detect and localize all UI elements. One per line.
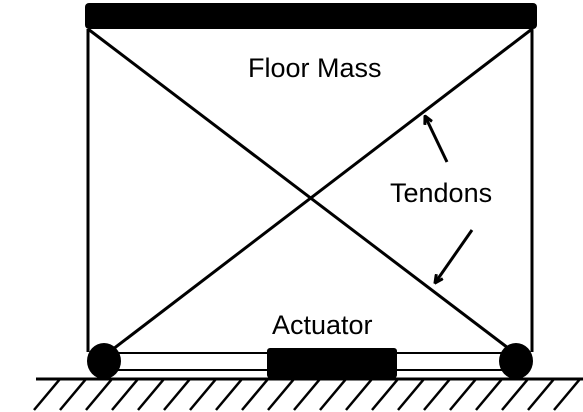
hatch-mark xyxy=(111,378,139,411)
hatch-mark xyxy=(449,378,477,411)
hatch-mark xyxy=(189,378,217,411)
ground-hatching xyxy=(33,378,581,411)
actuator-block xyxy=(267,348,397,378)
actuator-label: Actuator xyxy=(272,310,373,340)
hatch-mark xyxy=(501,378,529,411)
hatch-mark xyxy=(371,378,399,411)
hatch-mark xyxy=(397,378,425,411)
floor-mass-label: Floor Mass xyxy=(248,53,382,83)
hatch-mark xyxy=(293,378,321,411)
left-pulley xyxy=(87,343,121,379)
hatch-mark xyxy=(553,378,581,411)
hatch-mark xyxy=(475,378,503,411)
hatch-mark xyxy=(137,378,165,411)
tendon-descending xyxy=(87,27,517,356)
hatch-mark xyxy=(345,378,373,411)
hatch-mark xyxy=(85,378,113,411)
right-pulley xyxy=(499,343,533,379)
tendon-ascending xyxy=(103,27,533,358)
floor-mass-slab xyxy=(85,3,537,29)
hatch-mark xyxy=(267,378,295,411)
hatch-mark xyxy=(527,378,555,411)
hatch-mark xyxy=(423,378,451,411)
hatch-mark xyxy=(319,378,347,411)
tendons-arrow-lower xyxy=(435,229,474,283)
tendons-arrow-upper xyxy=(425,116,449,163)
hatch-mark xyxy=(163,378,191,411)
hatch-mark xyxy=(215,378,243,411)
hatch-mark xyxy=(33,378,61,411)
tendons-label: Tendons xyxy=(390,178,492,208)
hatch-mark xyxy=(241,378,269,411)
hatch-mark xyxy=(59,378,87,411)
